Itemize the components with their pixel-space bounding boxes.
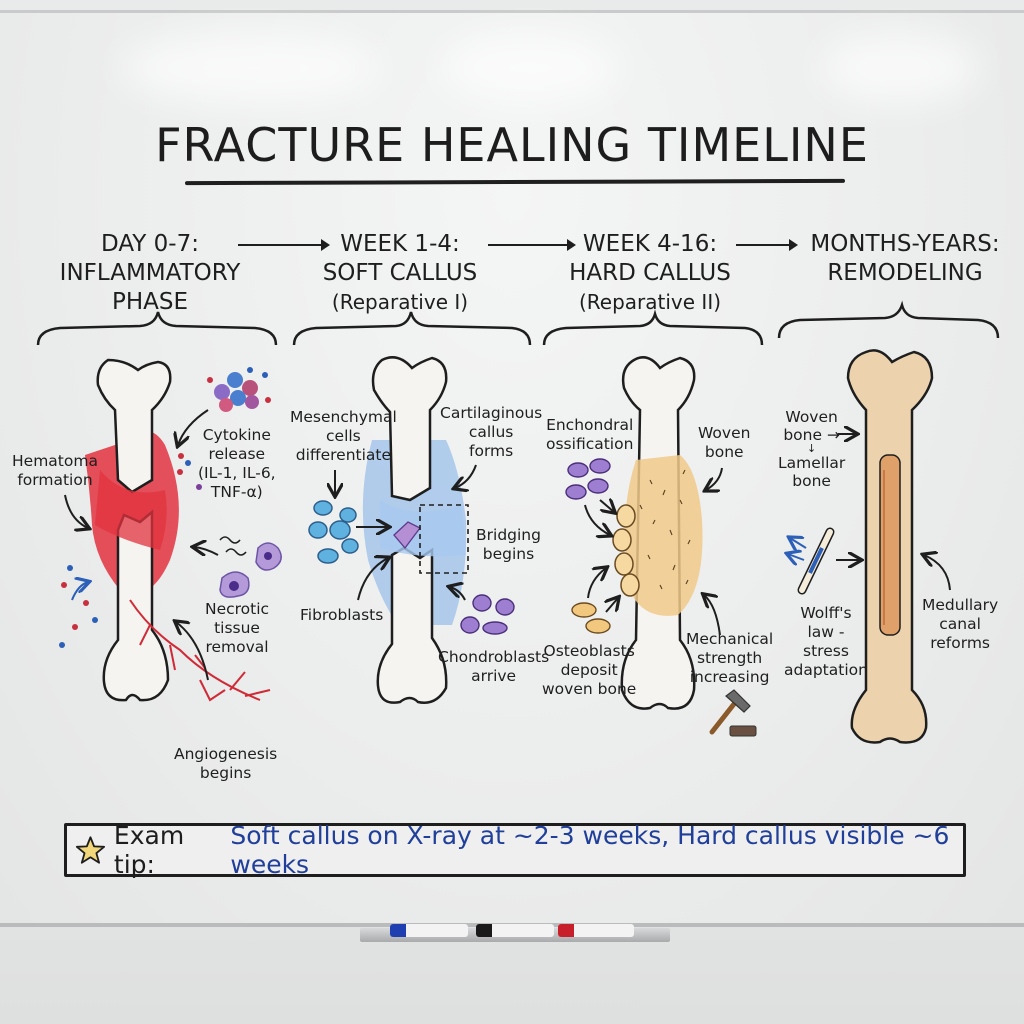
timeline-arrow bbox=[488, 239, 576, 251]
phase-soft-callus: WEEK 1-4: SOFT CALLUS (Reparative I) bbox=[300, 230, 500, 317]
exam-tip-text: Soft callus on X-ray at ~2-3 weeks, Hard… bbox=[230, 821, 950, 879]
exam-tip-box: Exam tip: Soft callus on X-ray at ~2-3 w… bbox=[64, 821, 966, 879]
exam-tip-label: Exam tip: bbox=[113, 821, 185, 879]
light-glare bbox=[120, 33, 380, 103]
phase-remodeling: MONTHS-YEARS: REMODELING bbox=[790, 230, 1020, 288]
light-glare bbox=[440, 33, 620, 103]
page-title: FRACTURE HEALING TIMELINE bbox=[155, 118, 869, 172]
phase-time: DAY 0-7: bbox=[101, 231, 199, 257]
phase-subtitle: (Reparative II) bbox=[578, 290, 722, 314]
light-glare bbox=[820, 33, 980, 103]
phase-name: HARD CALLUS bbox=[569, 260, 731, 286]
phase-name: REMODELING bbox=[827, 260, 983, 286]
osteoblast-column-icon bbox=[612, 504, 640, 597]
cytokine-cells-icon bbox=[59, 367, 271, 648]
black-marker[interactable] bbox=[476, 924, 554, 937]
phase-inflammatory: DAY 0-7: INFLAMMATORY PHASE bbox=[40, 230, 260, 317]
hammer-icon bbox=[709, 689, 757, 737]
mesenchymal-cells-icon bbox=[308, 500, 359, 564]
osteoblast-cells-icon bbox=[571, 602, 611, 634]
enchondral-cells-icon bbox=[565, 458, 611, 500]
timeline-arrow bbox=[238, 239, 330, 251]
red-marker[interactable] bbox=[558, 924, 634, 937]
label-fibroblasts: Fibroblasts bbox=[300, 606, 384, 624]
phase-subtitle: (Reparative I) bbox=[331, 290, 469, 314]
chondroblast-cells-icon bbox=[460, 594, 515, 635]
star-icon bbox=[75, 836, 106, 864]
phase-name: INFLAMMATORY bbox=[59, 260, 241, 286]
phase-name: SOFT CALLUS bbox=[322, 260, 478, 286]
phase-name: PHASE bbox=[111, 289, 189, 315]
blue-marker[interactable] bbox=[390, 924, 468, 937]
timeline-arrow bbox=[736, 239, 798, 251]
small-bone-icon bbox=[788, 527, 835, 595]
bone-hard-callus bbox=[565, 356, 757, 737]
bone-soft-callus bbox=[308, 356, 515, 704]
phase-time: MONTHS-YEARS: bbox=[810, 231, 1000, 257]
bone-inflammatory bbox=[59, 358, 282, 702]
macrophage-icon bbox=[219, 536, 282, 598]
phase-time: WEEK 4-16: bbox=[582, 231, 718, 257]
phase-braces bbox=[36, 300, 1000, 346]
phase-time: WEEK 1-4: bbox=[340, 231, 460, 257]
phase-hard-callus: WEEK 4-16: HARD CALLUS (Reparative II) bbox=[550, 230, 750, 317]
bone-remodeling bbox=[788, 349, 951, 744]
